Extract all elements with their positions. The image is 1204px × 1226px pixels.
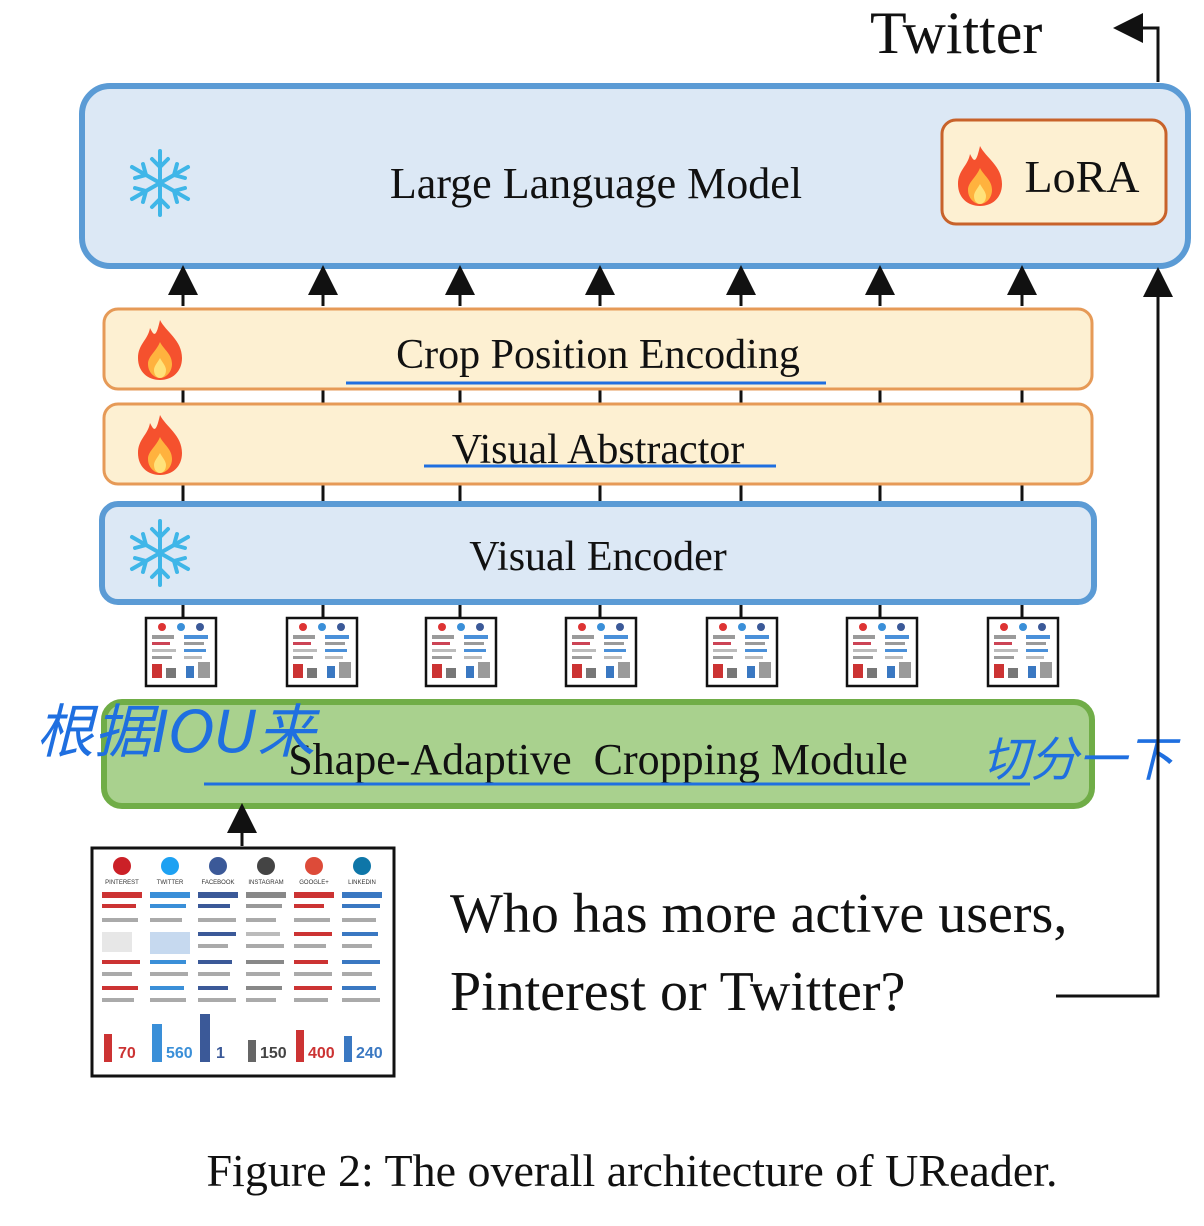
stat-number: 150 <box>260 1045 287 1062</box>
llm-box <box>79 83 1191 269</box>
question-arrow <box>1056 267 1173 998</box>
stat-number: 240 <box>356 1045 383 1062</box>
output-label: Twitter <box>870 0 1042 66</box>
connector-lines <box>181 389 1024 618</box>
question-line-1: Who has more active users, <box>450 883 1067 945</box>
lora-label: LoRA <box>1025 151 1140 202</box>
output-arrow <box>1113 13 1160 82</box>
handwritten-note-right: 切分一下 <box>982 732 1181 788</box>
network-name: INSTAGRAM <box>248 880 283 886</box>
lora-box <box>940 118 1168 226</box>
visual-abstractor-box <box>102 402 1094 486</box>
crop-thumbnail <box>285 616 359 688</box>
figure-caption: Figure 2: The overall architecture of UR… <box>206 1145 1057 1196</box>
crop-position-encoding-label: Crop Position Encoding <box>396 332 800 378</box>
crop-position-encoding-box <box>102 307 1094 391</box>
crop-thumbnail <box>845 616 919 688</box>
visual-encoder-label: Visual Encoder <box>469 534 727 580</box>
network-name: TWITTER <box>157 880 184 886</box>
cropped-thumbnails <box>144 616 1060 688</box>
llm-label: Large Language Model <box>390 159 802 208</box>
network-name: PINTEREST <box>105 880 139 886</box>
shape-adaptive-cropping-label: Shape-Adaptive Cropping Module <box>288 735 908 784</box>
stat-number: 70 <box>118 1045 136 1062</box>
shape-adaptive-cropping-box <box>101 699 1095 809</box>
crop-thumbnail <box>564 616 638 688</box>
token-arrows <box>168 265 1037 306</box>
handwritten-note-left: 根据IOU来 <box>36 698 320 766</box>
stat-number: 1 <box>216 1045 225 1062</box>
stat-number: 560 <box>166 1045 193 1062</box>
crop-thumbnail <box>986 616 1060 688</box>
crop-thumbnail <box>144 616 218 688</box>
crop-thumbnail <box>424 616 498 688</box>
question-line-2: Pinterest or Twitter? <box>450 961 905 1023</box>
input-infographic: PINTEREST TWITTER FACEBOOK INSTAGRAM GOO… <box>90 846 396 1078</box>
stat-number: 400 <box>308 1045 335 1062</box>
network-name: LINKEDIN <box>348 880 376 886</box>
visual-encoder-box <box>99 501 1097 605</box>
network-name: FACEBOOK <box>201 880 234 886</box>
network-name: GOOGLE+ <box>299 880 329 886</box>
crop-thumbnail <box>705 616 779 688</box>
